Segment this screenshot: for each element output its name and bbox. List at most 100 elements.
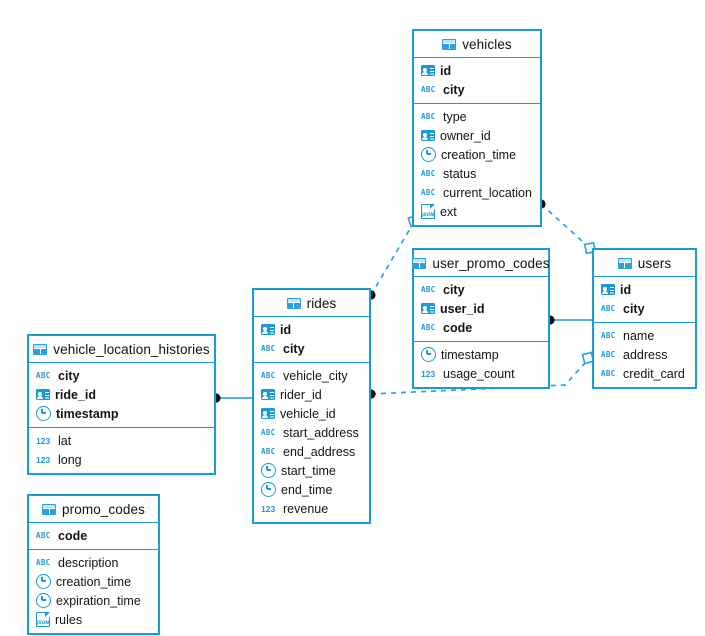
id-card-icon bbox=[36, 389, 50, 400]
column-row[interactable]: start_time bbox=[254, 461, 369, 480]
id-card-icon bbox=[421, 130, 435, 141]
table-user-promo-codes[interactable]: user_promo_codes ABC city user_id ABC co… bbox=[412, 248, 550, 389]
column-row[interactable]: ABC end_address bbox=[254, 442, 369, 461]
table-rides[interactable]: rides id ABC city ABC vehicle_city rider… bbox=[252, 288, 371, 524]
column-row[interactable]: owner_id bbox=[414, 126, 540, 145]
column-row[interactable]: ABC city bbox=[29, 366, 214, 385]
column-name: rider_id bbox=[280, 387, 322, 402]
clock-icon bbox=[261, 463, 276, 478]
column-name: start_time bbox=[281, 463, 336, 478]
table-header: users bbox=[594, 250, 695, 277]
column-row[interactable]: 123 usage_count bbox=[414, 364, 548, 383]
column-name: city bbox=[443, 282, 465, 297]
column-row[interactable]: ABC vehicle_city bbox=[254, 366, 369, 385]
table-title: rides bbox=[306, 295, 337, 311]
fields-section: ABC name ABC address ABC credit_card bbox=[594, 322, 695, 387]
column-name: ride_id bbox=[55, 387, 96, 402]
column-name: vehicle_city bbox=[283, 368, 348, 383]
table-grid-icon bbox=[42, 503, 57, 515]
column-row[interactable]: ABC type bbox=[414, 107, 540, 126]
column-row[interactable]: JSON ext bbox=[414, 202, 540, 221]
abc-text-icon: ABC bbox=[601, 303, 616, 313]
table-grid-icon bbox=[412, 257, 427, 269]
column-row[interactable]: 123 revenue bbox=[254, 499, 369, 518]
column-name: end_time bbox=[281, 482, 333, 497]
column-row[interactable]: id bbox=[414, 61, 540, 80]
column-row[interactable]: JSON rules bbox=[29, 610, 158, 629]
column-name: timestamp bbox=[441, 347, 499, 362]
abc-text-icon: ABC bbox=[36, 530, 51, 540]
abc-text-icon: ABC bbox=[421, 187, 436, 197]
column-name: city bbox=[623, 301, 645, 316]
abc-text-icon: ABC bbox=[261, 343, 276, 353]
table-title: vehicles bbox=[462, 36, 512, 52]
abc-text-icon: ABC bbox=[421, 168, 436, 178]
column-name: long bbox=[58, 452, 82, 467]
column-row[interactable]: ABC city bbox=[414, 80, 540, 99]
table-header: promo_codes bbox=[29, 496, 158, 523]
column-name: credit_card bbox=[623, 366, 685, 381]
column-name: creation_time bbox=[441, 147, 517, 162]
column-row[interactable]: vehicle_id bbox=[254, 404, 369, 423]
column-name: code bbox=[58, 528, 88, 543]
abc-text-icon: ABC bbox=[261, 370, 276, 380]
table-users[interactable]: users id ABC city ABC name ABC address A… bbox=[592, 248, 697, 389]
table-vehicles[interactable]: vehicles id ABC city ABC type owner_id bbox=[412, 29, 542, 227]
primary-key-section: id ABC city bbox=[594, 277, 695, 322]
column-row[interactable]: ABC city bbox=[414, 280, 548, 299]
column-name: status bbox=[443, 166, 477, 181]
column-row[interactable]: timestamp bbox=[29, 404, 214, 423]
column-name: description bbox=[58, 555, 119, 570]
column-row[interactable]: creation_time bbox=[29, 572, 158, 591]
id-card-icon bbox=[261, 408, 275, 419]
abc-text-icon: ABC bbox=[261, 427, 276, 437]
clock-icon bbox=[421, 347, 436, 362]
column-name: creation_time bbox=[56, 574, 132, 589]
column-row[interactable]: ABC code bbox=[29, 526, 158, 545]
primary-key-section: ABC city ride_id timestamp bbox=[29, 363, 214, 427]
column-row[interactable]: creation_time bbox=[414, 145, 540, 164]
column-name: vehicle_id bbox=[280, 406, 336, 421]
clock-icon bbox=[36, 593, 51, 608]
column-name: id bbox=[440, 63, 452, 78]
column-row[interactable]: ABC address bbox=[594, 345, 695, 364]
fields-section: ABC vehicle_city rider_id vehicle_id ABC… bbox=[254, 362, 369, 522]
link-vehicles-user-promo-codes bbox=[370, 221, 415, 296]
column-row[interactable]: rider_id bbox=[254, 385, 369, 404]
column-row[interactable]: 123 lat bbox=[29, 431, 214, 450]
table-header: rides bbox=[254, 290, 369, 317]
column-row[interactable]: expiration_time bbox=[29, 591, 158, 610]
column-row[interactable]: id bbox=[594, 280, 695, 299]
table-title: promo_codes bbox=[62, 501, 145, 517]
column-name: city bbox=[443, 82, 465, 97]
table-promo-codes[interactable]: promo_codes ABC code ABC description cre… bbox=[27, 494, 160, 635]
column-row[interactable]: ABC start_address bbox=[254, 423, 369, 442]
column-name: city bbox=[283, 341, 305, 356]
abc-text-icon: ABC bbox=[421, 322, 436, 332]
table-grid-icon bbox=[442, 38, 457, 50]
table-header: vehicles bbox=[414, 31, 540, 58]
column-row[interactable]: id bbox=[254, 320, 369, 339]
column-row[interactable]: ABC name bbox=[594, 326, 695, 345]
column-row[interactable]: ABC code bbox=[414, 318, 548, 337]
column-name: user_id bbox=[440, 301, 485, 316]
column-row[interactable]: ABC credit_card bbox=[594, 364, 695, 383]
column-row[interactable]: ABC current_location bbox=[414, 183, 540, 202]
column-row[interactable]: 123 long bbox=[29, 450, 214, 469]
column-row[interactable]: user_id bbox=[414, 299, 548, 318]
abc-text-icon: ABC bbox=[36, 557, 51, 567]
column-row[interactable]: ABC city bbox=[594, 299, 695, 318]
column-name: owner_id bbox=[440, 128, 491, 143]
table-grid-icon bbox=[33, 343, 48, 355]
number-123-icon: 123 bbox=[36, 454, 51, 465]
table-header: vehicle_location_histories bbox=[29, 336, 214, 363]
column-row[interactable]: ride_id bbox=[29, 385, 214, 404]
table-title: vehicle_location_histories bbox=[53, 341, 210, 357]
column-row[interactable]: ABC description bbox=[29, 553, 158, 572]
table-vehicle-location-histories[interactable]: vehicle_location_histories ABC city ride… bbox=[27, 334, 216, 475]
column-name: start_address bbox=[283, 425, 359, 440]
column-row[interactable]: ABC city bbox=[254, 339, 369, 358]
column-row[interactable]: end_time bbox=[254, 480, 369, 499]
column-row[interactable]: timestamp bbox=[414, 345, 548, 364]
column-row[interactable]: ABC status bbox=[414, 164, 540, 183]
